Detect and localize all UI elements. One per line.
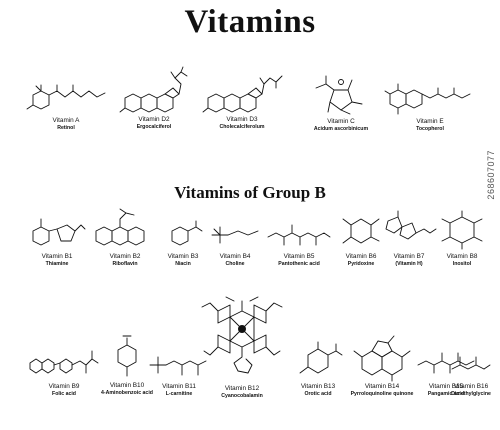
vitamin-name: Vitamin B5 bbox=[283, 253, 315, 260]
vitamin-name: Vitamin B8 bbox=[446, 253, 478, 260]
cholecalciferol-structure-icon bbox=[202, 75, 283, 113]
vitamin-name: Vitamin B9 bbox=[48, 383, 80, 390]
retinol-structure-icon bbox=[26, 84, 106, 110]
vitamin-d3-card: Vitamin D3 Cholecalciferolum bbox=[200, 70, 284, 130]
vitamin-b8-card: Vitamin B8 Inositol bbox=[434, 210, 490, 267]
vitamin-chemical-name: Tocopherol bbox=[416, 125, 444, 132]
ergocalciferol-structure-icon bbox=[119, 66, 188, 113]
vitamin-b4-card: Vitamin B4 Choline bbox=[206, 219, 264, 267]
vitamin-chemical-name: L-carnitine bbox=[165, 390, 193, 397]
vitamin-chemical-name: Choline bbox=[225, 260, 245, 267]
choline-structure-icon bbox=[211, 226, 259, 244]
vitamin-name: Vitamin B16 bbox=[453, 383, 489, 390]
vitamin-chemical-name: Dimethylglycine bbox=[451, 390, 491, 397]
vitamin-chemical-name: Retinol bbox=[57, 124, 75, 131]
vitamin-name: Vitamin B14 bbox=[364, 383, 400, 390]
vitamin-a-card: Vitamin A Retinol bbox=[25, 83, 107, 131]
vitamin-chemical-name: Ergocalciferol bbox=[136, 123, 172, 130]
vitamin-e-card: Vitamin E Tocopherol bbox=[384, 80, 476, 132]
vitamin-name: Vitamin B1 bbox=[41, 253, 73, 260]
aminobenzoic-acid-structure-icon bbox=[117, 335, 137, 377]
pangamic-acid-structure-icon bbox=[417, 352, 475, 374]
vitamin-c-card: Vitamin C Acidum ascorbinicum bbox=[298, 74, 384, 132]
vitamin-name: Vitamin B6 bbox=[345, 253, 377, 260]
vitamin-name: Vitamin C bbox=[327, 118, 355, 125]
vitamin-name: Vitamin B7 bbox=[393, 253, 425, 260]
vitamin-chemical-name: Pyridoxine bbox=[347, 260, 375, 267]
vitamin-b11-card: Vitamin B11 L-carnitine bbox=[148, 347, 210, 397]
vitamin-name: Vitamin B3 bbox=[167, 253, 199, 260]
vitamin-chemical-name: Thiamine bbox=[45, 260, 69, 267]
cyanocobalamin-structure-icon bbox=[201, 296, 283, 374]
vitamin-chemical-name: Acidum ascorbinicum bbox=[313, 125, 369, 132]
vitamin-b13-card: Vitamin B13 Orotic acid bbox=[290, 339, 346, 397]
vitamin-chemical-name: Riboflavin bbox=[112, 260, 138, 267]
inositol-structure-icon bbox=[441, 210, 483, 250]
vitamin-chemical-name: Cyanocobalamin bbox=[221, 392, 263, 399]
vitamin-b7-card: Vitamin B7 (Vitamin H) bbox=[380, 209, 438, 267]
vitamin-name: Vitamin D2 bbox=[138, 116, 170, 123]
pyridoxine-structure-icon bbox=[342, 218, 380, 244]
vitamin-b15-card: Vitamin B15 Pangamic acid bbox=[414, 343, 478, 397]
group-b-heading: Vitamins of Group B bbox=[174, 183, 326, 202]
niacin-structure-icon bbox=[171, 220, 203, 246]
page-title: Vitamins bbox=[184, 4, 316, 40]
vitamin-b12-card: Vitamin B12 Cyanocobalamin bbox=[196, 293, 288, 399]
vitamin-chemical-name: Pangamic acid bbox=[427, 390, 465, 397]
orotic-acid-structure-icon bbox=[299, 341, 343, 374]
vitamin-b16-card: Vitamin B16 Dimethylglycine bbox=[448, 347, 494, 397]
thiamine-structure-icon bbox=[32, 218, 86, 246]
riboflavin-structure-icon bbox=[95, 208, 145, 246]
vitamin-name: Vitamin A bbox=[52, 117, 80, 124]
vitamin-name: Vitamin B11 bbox=[162, 383, 196, 390]
vitamin-d2-card: Vitamin D2 Ergocalciferol bbox=[117, 66, 191, 130]
stock-image-id: 268607077 bbox=[486, 150, 496, 200]
vitamin-chemical-name: Pantothenic acid bbox=[278, 260, 320, 267]
vitamin-chemical-name: Folic acid bbox=[52, 390, 76, 397]
vitamin-chemical-name: (Vitamin H) bbox=[395, 260, 423, 267]
dimethylglycine-structure-icon bbox=[451, 356, 491, 370]
vitamin-chemical-name: Orotic acid bbox=[304, 390, 332, 397]
folic-acid-structure-icon bbox=[29, 350, 99, 374]
vitamin-chemical-name: Inositol bbox=[452, 260, 472, 267]
vitamin-name: Vitamin B4 bbox=[219, 253, 251, 260]
vitamin-b5-card: Vitamin B5 Pantothenic acid bbox=[264, 215, 334, 267]
carnitine-structure-icon bbox=[149, 356, 207, 376]
vitamin-b10-card: Vitamin B10 4-Aminobenzoic acid bbox=[100, 332, 154, 396]
vitamin-b1-card: Vitamin B1 Thiamine bbox=[27, 213, 87, 267]
vitamin-b2-card: Vitamin B2 Riboflavin bbox=[90, 207, 160, 267]
vitamin-name: Vitamin B13 bbox=[300, 383, 336, 390]
vitamin-name: Vitamin E bbox=[416, 118, 444, 125]
vitamin-chemical-name: 4-Aminobenzoic acid bbox=[101, 389, 153, 396]
pyrroloquinoline-quinone-structure-icon bbox=[353, 335, 411, 382]
ascorbic-acid-structure-icon bbox=[315, 75, 363, 115]
vitamin-chemical-name: Cholecalciferolum bbox=[219, 123, 265, 130]
vitamin-name: Vitamin B15 bbox=[428, 383, 464, 390]
vitamin-name: Vitamin B2 bbox=[109, 253, 141, 260]
vitamin-b14-card: Vitamin B14 Pyrroloquinoline quinone bbox=[342, 333, 422, 397]
tocopherol-structure-icon bbox=[384, 83, 471, 115]
vitamin-chemical-name: Niacin bbox=[175, 260, 191, 267]
vitamin-name: Vitamin B12 bbox=[224, 385, 260, 392]
biotin-structure-icon bbox=[385, 210, 437, 240]
vitamin-name: Vitamin D3 bbox=[226, 116, 258, 123]
vitamin-b3-card: Vitamin B3 Niacin bbox=[160, 220, 206, 267]
vitamin-b6-card: Vitamin B6 Pyridoxine bbox=[333, 211, 389, 267]
vitamin-name: Vitamin B10 bbox=[109, 382, 145, 389]
vitamin-b9-card: Vitamin B9 Folic acid bbox=[26, 343, 102, 397]
vitamin-chemical-name: Pyrroloquinoline quinone bbox=[350, 390, 414, 397]
pantothenic-acid-structure-icon bbox=[267, 224, 331, 246]
